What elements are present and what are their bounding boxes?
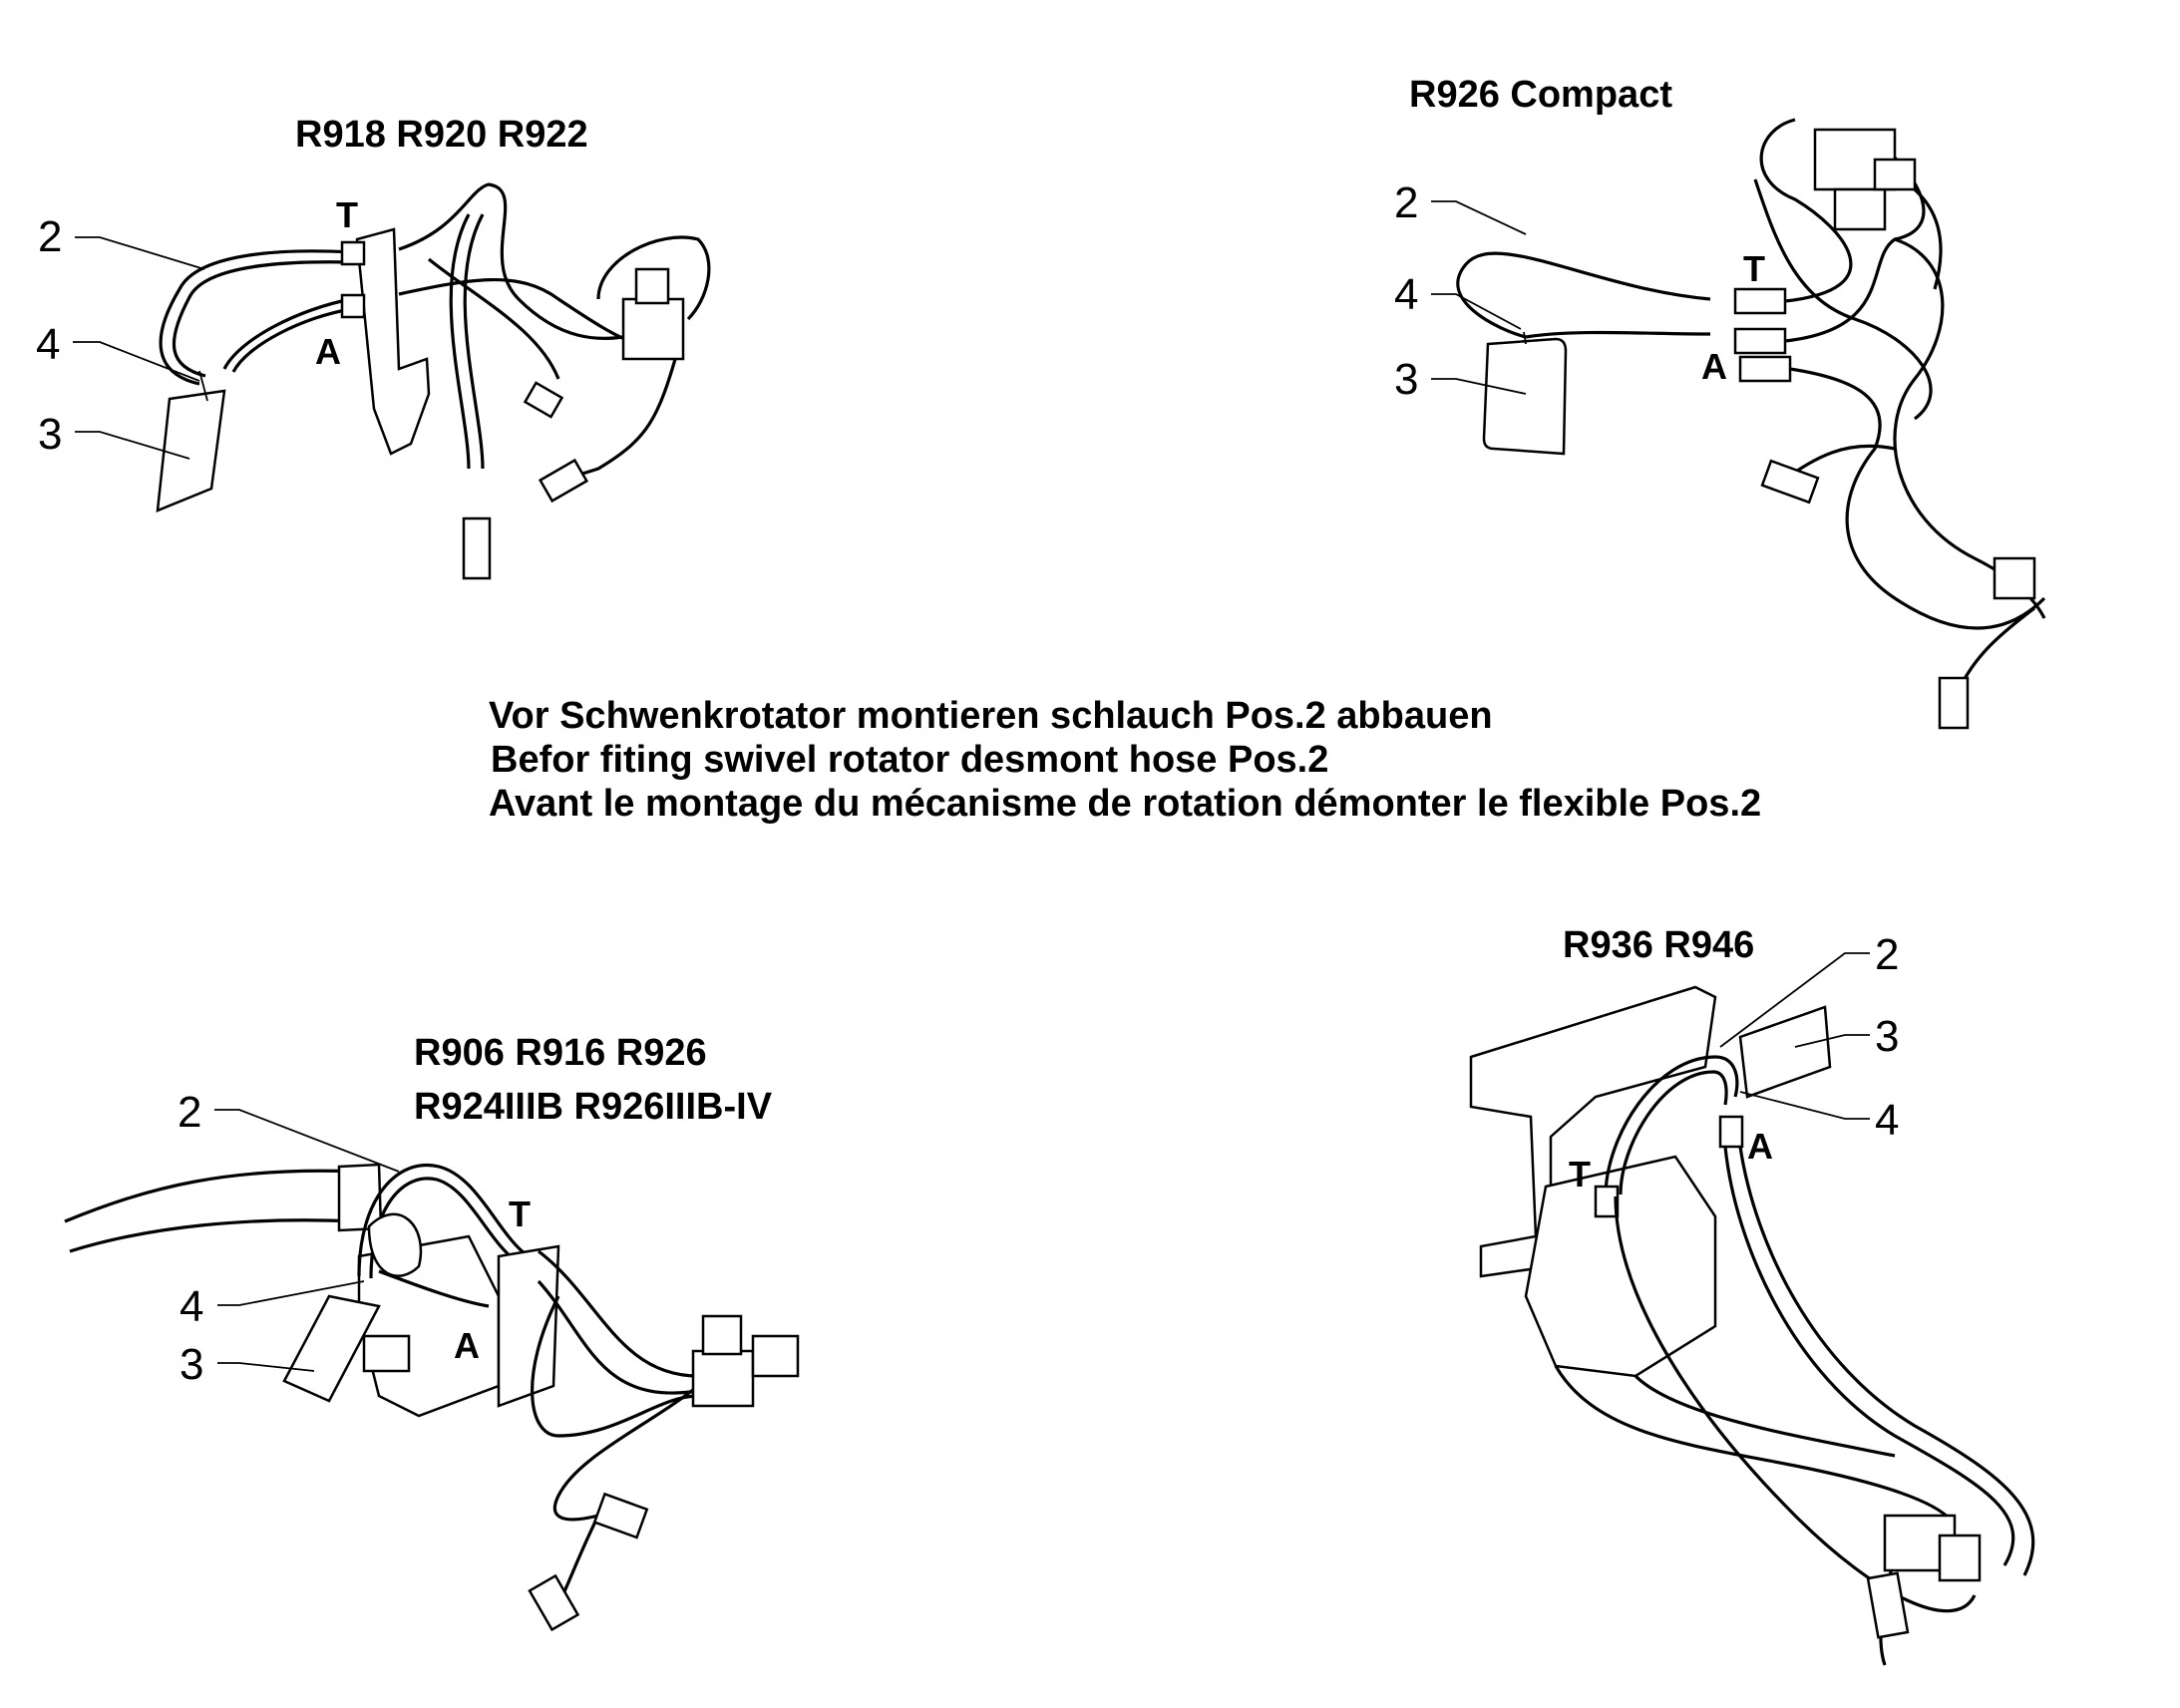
callout-2: 2 (38, 212, 62, 261)
port-a: A (1701, 346, 1727, 387)
view-r918-r920-r922: R918 R920 R922 2 4 (36, 114, 711, 580)
port-a: A (1747, 1126, 1773, 1167)
port-t: T (1569, 1154, 1591, 1195)
view-r906-r916-r926: R906 R916 R926 R924IIIB R926IIIB-IV (64, 1032, 800, 1632)
instruction-en: Befor fiting swivel rotator desmont hose… (491, 739, 1328, 781)
callout-4: 4 (180, 1282, 203, 1331)
end-fitting (523, 381, 564, 419)
end-fitting (528, 1573, 580, 1632)
callout-2: 2 (1875, 930, 1899, 979)
valve-fitting (751, 1334, 800, 1378)
instruction-fr: Avant le montage du mécanisme de rotatio… (489, 783, 1761, 825)
callout-3: 3 (1875, 1012, 1899, 1061)
callout-2: 2 (1394, 178, 1418, 227)
view-title: R936 R946 (1563, 924, 1754, 966)
end-fitting (1938, 676, 1970, 730)
port-t: T (336, 194, 358, 235)
solenoid-coil (634, 267, 670, 305)
end-fitting (592, 1492, 649, 1539)
port-a: A (454, 1325, 480, 1366)
instruction-de: Vor Schwenkrotator montieren schlauch Po… (489, 695, 1493, 737)
valve-block (1524, 1155, 1717, 1378)
end-fitting (1993, 556, 2036, 600)
fitting-t (340, 240, 366, 266)
port-a: A (315, 331, 341, 372)
solenoid-coil (1938, 1534, 1982, 1582)
port-t: T (1743, 248, 1765, 289)
valve-body (1833, 187, 1887, 231)
fitting-a (340, 293, 366, 319)
fitting-a (1718, 1115, 1744, 1149)
callout-2: 2 (178, 1088, 201, 1137)
instruction-note: Vor Schwenkrotator montieren schlauch Po… (489, 695, 1761, 825)
tag-pos3 (156, 389, 226, 512)
fitting (1738, 355, 1792, 383)
block-port (362, 1334, 411, 1373)
end-fitting (538, 458, 589, 504)
view-title: R918 R920 R922 (295, 114, 588, 156)
hose-pos2 (1604, 1055, 1739, 1197)
solenoid-valve (621, 297, 685, 361)
callout-3: 3 (180, 1340, 203, 1389)
mounting-bracket (355, 227, 431, 456)
callout-4: 4 (36, 320, 60, 369)
tag-pos3 (1482, 337, 1568, 456)
tag-pos3 (282, 1294, 381, 1403)
callout-3: 3 (38, 410, 62, 459)
callout-4: 4 (1394, 270, 1418, 319)
fitting-t (1594, 1185, 1620, 1218)
fitting-t (1733, 287, 1787, 315)
hose-pos2 (159, 249, 352, 386)
callout-3: 3 (1394, 355, 1418, 404)
valve-fitting (1873, 158, 1917, 191)
view-r926-compact: R926 Compact 2 4 3 T (1394, 74, 2046, 730)
end-fitting (462, 516, 492, 580)
end-fitting (1866, 1571, 1910, 1639)
view-title-line2: R924IIIB R926IIIB-IV (414, 1086, 773, 1128)
port-t: T (509, 1194, 531, 1234)
flange (367, 1212, 423, 1277)
view-title-line1: R906 R916 R926 (414, 1032, 707, 1074)
view-title: R926 Compact (1409, 74, 1672, 116)
end-fitting (1760, 459, 1820, 505)
tag-pos3 (1738, 1005, 1832, 1099)
hose-pos2 (1456, 251, 1711, 339)
callout-4: 4 (1875, 1096, 1899, 1145)
mounting-bracket (497, 1244, 560, 1408)
solenoid-valve (691, 1349, 755, 1408)
fitting-a (1733, 327, 1787, 355)
solenoid-coil (701, 1314, 743, 1356)
view-r936-r946: R936 R946 2 3 4 T A (1469, 924, 2035, 1666)
